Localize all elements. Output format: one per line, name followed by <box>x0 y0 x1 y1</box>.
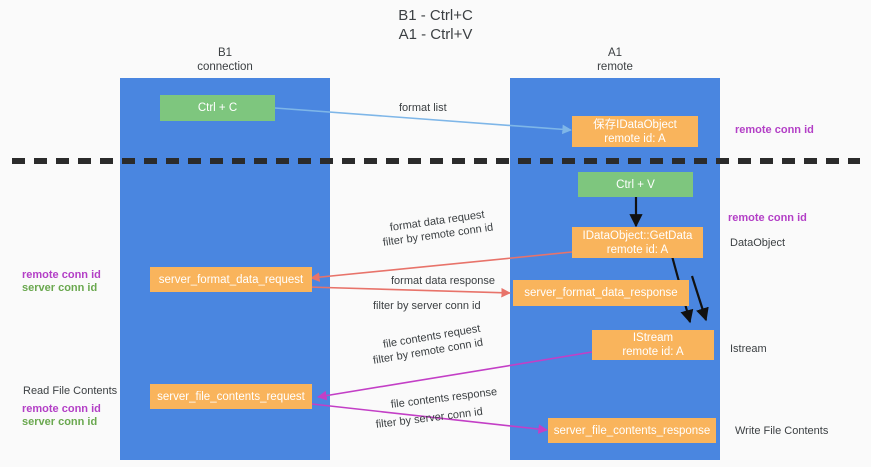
edge-label-format-list: format list <box>399 102 447 114</box>
lane-header-a1: A1 remote <box>597 47 633 73</box>
edge-label-format-data-response: format data response <box>391 275 495 287</box>
filter-key-server-conn-id: server conn id <box>413 405 484 427</box>
annotation-remote-conn-id-mid: remote conn id <box>728 212 807 224</box>
annotation-write-file-contents: Write File Contents <box>735 425 829 437</box>
filter-prefix: filter by <box>372 348 413 367</box>
page-title: B1 - Ctrl+C A1 - Ctrl+V <box>398 7 473 43</box>
annotation-istream: Istream <box>730 343 767 355</box>
edge-label-format-data-response-filter: filter by server conn id <box>373 299 481 313</box>
box-ctrl-c[interactable]: Ctrl + C <box>160 95 275 121</box>
box-server-file-contents-request[interactable]: server_file_contents_request <box>150 384 312 409</box>
annotation-dataobject: DataObject <box>730 237 786 249</box>
box-server-format-data-response[interactable]: server_format_data_response <box>513 280 689 306</box>
annotation-read-file-contents: Read File Contents <box>23 385 118 397</box>
filter-prefix: filter by <box>373 300 412 312</box>
box-istream[interactable]: IStream remote id: A <box>592 330 714 360</box>
annotation-remote-conn-id-top: remote conn id <box>735 124 814 136</box>
annotation-left-remote-conn-id-2: remote conn id <box>22 403 101 415</box>
filter-prefix: filter by <box>375 414 415 431</box>
box-save-idataobject[interactable]: 保存IDataObject remote id: A <box>572 116 698 147</box>
annotation-left-remote-conn-id: remote conn id <box>22 269 101 281</box>
box-server-format-data-request[interactable]: server_format_data_request <box>150 267 312 292</box>
filter-prefix: filter by <box>382 231 422 249</box>
annotation-left-server-conn-id-2: server conn id <box>22 416 98 428</box>
filter-key-server-conn-id: server conn id <box>411 300 481 312</box>
box-server-file-contents-response[interactable]: server_file_contents_response <box>548 418 716 443</box>
box-idataobject-getdata[interactable]: IDataObject::GetData remote id: A <box>572 227 703 258</box>
annotation-left-server-conn-id: server conn id <box>22 282 98 294</box>
box-ctrl-v[interactable]: Ctrl + V <box>578 172 693 197</box>
lane-header-b1: B1 connection <box>197 47 253 73</box>
